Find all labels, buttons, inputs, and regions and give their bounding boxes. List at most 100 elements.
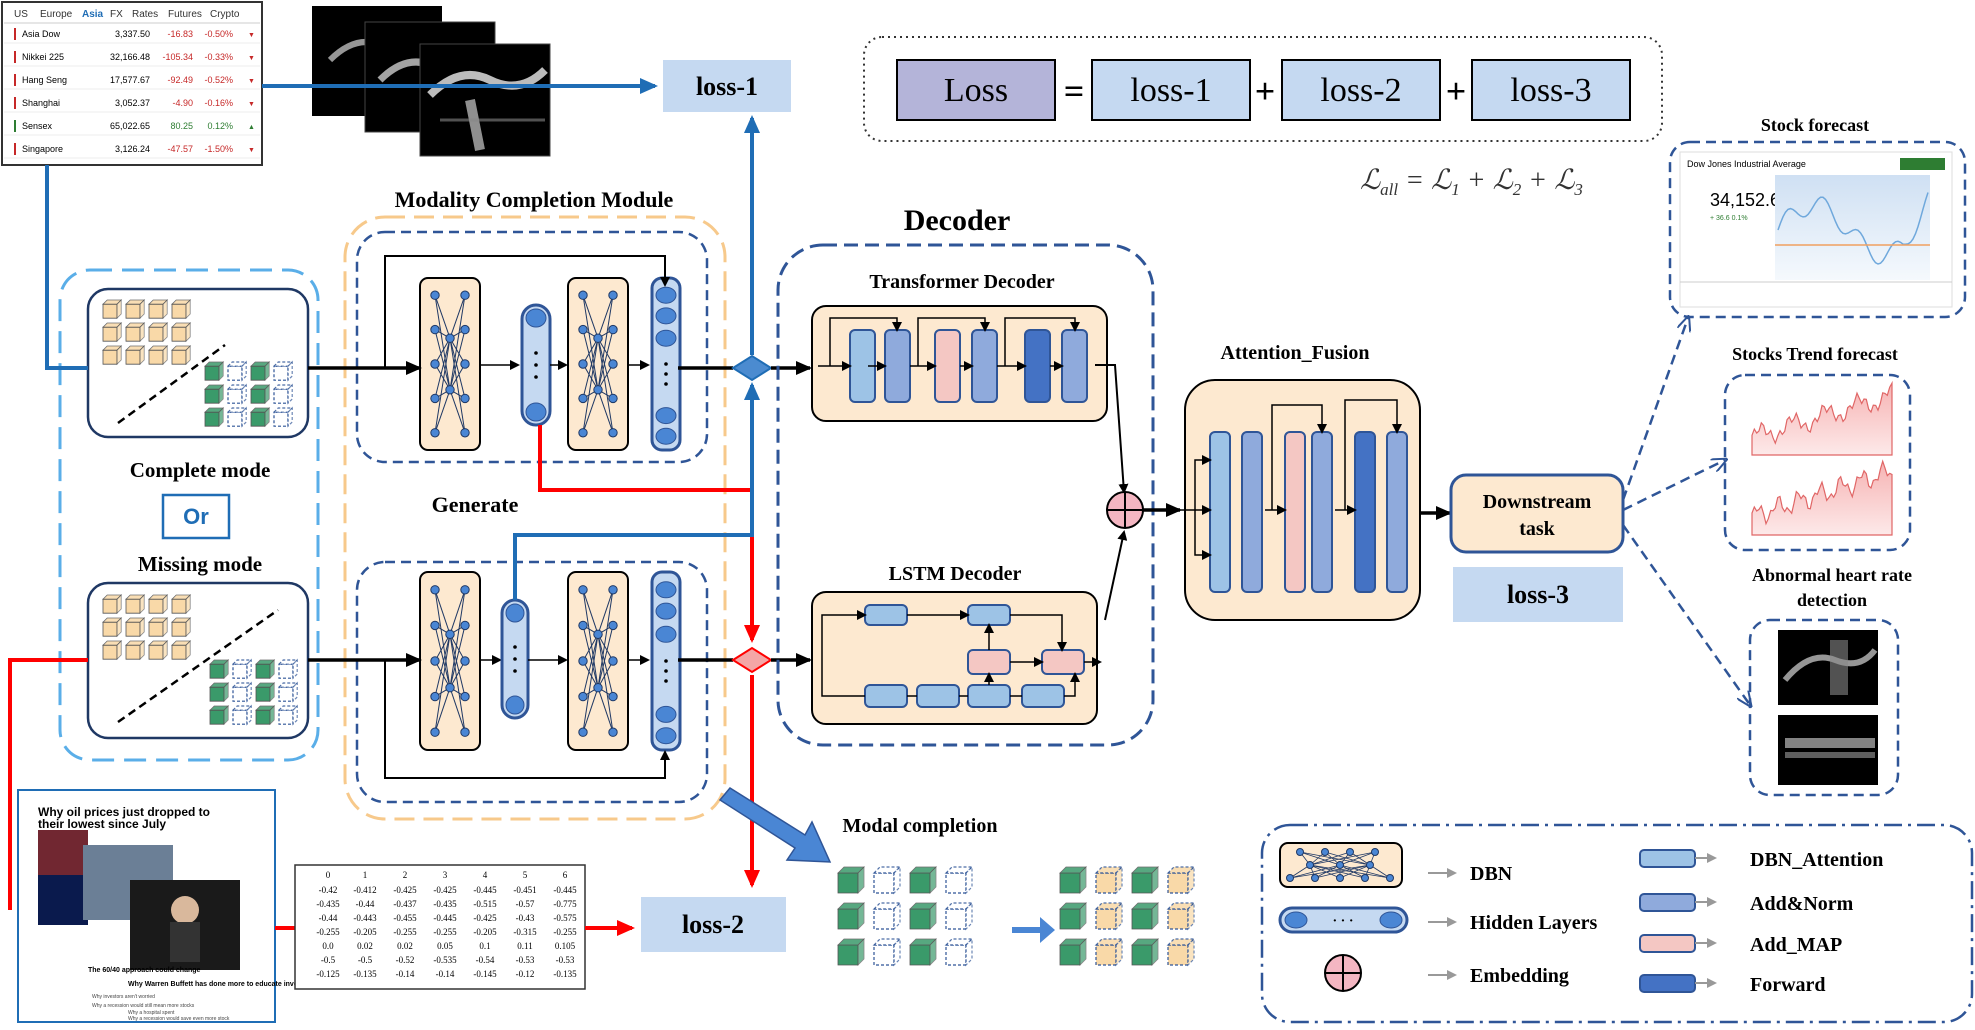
empty-cube-icon: [226, 383, 248, 405]
number-table-cell: -0.443: [353, 913, 377, 923]
dow-title: Dow Jones Industrial Average: [1687, 159, 1806, 169]
hidden-layer-icon: [520, 303, 552, 427]
loss3-box: loss-3: [1453, 567, 1623, 622]
add-norm-block: [884, 329, 911, 403]
number-table-cell: 0.0: [322, 941, 334, 951]
number-table-cell: -0.435: [316, 899, 340, 909]
number-table-cell: -0.145: [473, 969, 497, 979]
number-table-header: 5: [523, 870, 528, 880]
empty-cube-icon: [872, 901, 902, 931]
loss-equation: Loss = loss-1 + loss-2 + loss-3: [863, 36, 1663, 142]
cube-icon: [171, 299, 192, 320]
number-table-cell: -0.255: [393, 927, 417, 937]
loss-term-2: loss-2: [1320, 72, 1401, 109]
modal-completion-arrow: [1012, 917, 1055, 943]
cube-icon: [102, 594, 123, 615]
number-table-cell: -0.255: [433, 927, 457, 937]
caret-down-icon: ▼: [248, 55, 255, 62]
complete-mode-green-cubes: [204, 360, 294, 428]
transformer-to-embedding: [1095, 364, 1129, 494]
complete-mode-label: Complete mode: [130, 458, 271, 482]
caret-down-icon: ▼: [248, 147, 255, 154]
empty-cube-icon: [872, 865, 902, 895]
market-tab[interactable]: US: [14, 9, 28, 20]
empty-cube-icon: [277, 704, 299, 726]
cube-icon: [148, 345, 169, 366]
empty-cube-icon: [226, 406, 248, 428]
empty-cube-icon: [272, 360, 294, 382]
stock-forecast-panel: Stock forecast Dow Jones Industrial Aver…: [1668, 115, 1967, 319]
number-table-header: 2: [403, 870, 408, 880]
cube-icon: [148, 299, 169, 320]
cube-icon: [204, 407, 225, 428]
cube-icon: [125, 617, 146, 638]
number-table-cell: -0.445: [433, 913, 457, 923]
empty-cube-icon: [1094, 865, 1124, 895]
number-table-header: 3: [443, 870, 448, 880]
number-table-cell: -0.315: [513, 927, 537, 937]
cube-icon: [1059, 938, 1087, 966]
lstm-blocks: [821, 604, 1102, 708]
market-row-change: -92.49: [167, 75, 193, 85]
news-to-missing-line: [8, 658, 88, 910]
loss1-box: loss-1: [663, 60, 791, 112]
empty-cube-icon: [272, 383, 294, 405]
market-row-name: Singapore: [22, 144, 63, 154]
forward-block: [1354, 431, 1376, 593]
cube-icon: [1059, 866, 1087, 894]
loss-plus-2: +: [1446, 71, 1467, 111]
legend-add-map-label: Add_MAP: [1750, 934, 1842, 956]
market-row-name: Shanghai: [22, 98, 60, 108]
mcm-top-networks: [419, 276, 682, 452]
modal-completion-input-cubes: [837, 865, 974, 967]
cube-icon: [1131, 866, 1159, 894]
loss2-label: loss-2: [682, 910, 744, 939]
number-table-cell: -0.5: [321, 955, 336, 965]
market-tab[interactable]: Europe: [40, 9, 73, 20]
cube-icon: [171, 594, 192, 615]
empty-cube-icon: [944, 901, 974, 931]
market-tab[interactable]: Futures: [168, 9, 202, 20]
market-row-pct: 0.12%: [207, 121, 233, 131]
market-row-value: 17,577.67: [110, 75, 150, 85]
market-tab[interactable]: FX: [110, 9, 123, 20]
market-row-name: Nikkei 225: [22, 52, 64, 62]
dbn-network-icon: [567, 277, 629, 451]
cube-icon: [148, 322, 169, 343]
embedding-node: [1106, 491, 1144, 529]
svg-text:ℒall = ℒ1 + ℒ2 + ℒ3: ℒall = ℒ1 + ℒ2 + ℒ3: [1360, 165, 1583, 199]
market-row-pct: -1.50%: [204, 144, 233, 154]
decoder: Decoder Transformer Decoder LSTM Decoder: [776, 204, 1155, 747]
market-tab[interactable]: Asia: [82, 9, 104, 20]
heart-rate-title-line1: Abnormal heart rate: [1752, 565, 1912, 585]
number-table-cell: -0.575: [553, 913, 577, 923]
number-table-cell: -0.412: [353, 885, 376, 895]
market-row-change: -47.57: [167, 144, 193, 154]
downstream-task: Downstream task: [1449, 473, 1625, 554]
cube-icon: [909, 866, 937, 894]
hidden-to-red-diamond-line: [538, 425, 760, 643]
loss-term-1: loss-1: [1130, 72, 1211, 109]
transformer-blocks: [818, 317, 1088, 403]
empty-cube-icon: [944, 865, 974, 895]
cube-icon: [209, 705, 230, 726]
mcm-title: Modality Completion Module: [395, 187, 674, 212]
downstream-line2: task: [1519, 518, 1555, 540]
empty-cube-icon: [231, 704, 253, 726]
caret-down-icon: ▼: [248, 101, 255, 108]
market-row-change: -16.83: [167, 29, 193, 39]
number-table-cell: -0.205: [353, 927, 377, 937]
cube-icon: [1131, 902, 1159, 930]
market-tab[interactable]: Rates: [132, 9, 158, 20]
caret-up-icon: ▲: [248, 124, 255, 131]
number-table-cell: -0.255: [316, 927, 340, 937]
number-table-header: 6: [563, 870, 568, 880]
market-row-pct: -0.16%: [204, 98, 233, 108]
lstm-to-embedding: [1104, 530, 1128, 621]
lstm-input-block: [864, 684, 908, 708]
market-tab[interactable]: Crypto: [210, 9, 240, 20]
red-diamond-node: [731, 646, 773, 674]
